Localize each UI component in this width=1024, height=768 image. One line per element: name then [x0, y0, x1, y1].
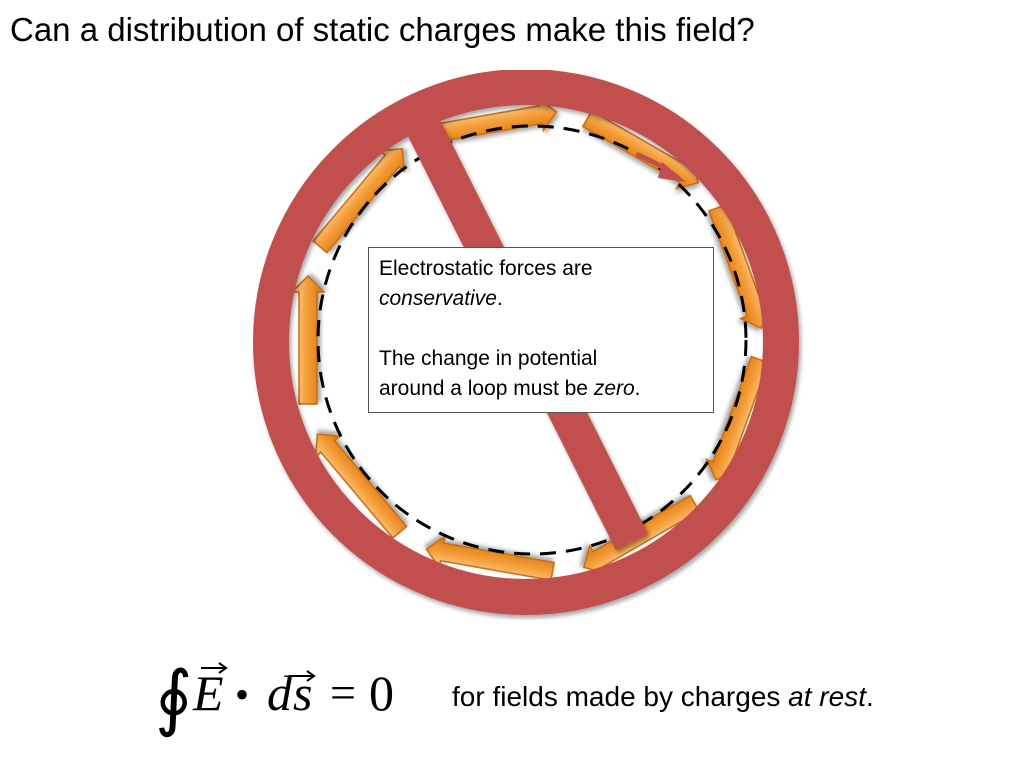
note-line-4-lead: around a loop must be — [379, 377, 594, 400]
vector-s-symbol: s — [293, 665, 312, 721]
field-arrow-icon — [290, 274, 326, 405]
dot-product-symbol: • — [235, 672, 249, 717]
rest-charges-caption: for fields made by charges at rest. — [452, 678, 874, 716]
caption-emphasis: at rest — [788, 681, 866, 712]
caption-tail: . — [865, 681, 874, 712]
note-emphasis-zero: zero — [593, 377, 635, 400]
integration-loop — [316, 124, 748, 556]
field-arrow-icon — [425, 534, 555, 582]
note-spacer — [379, 314, 713, 344]
loop-arrowhead-icon — [658, 162, 686, 182]
vector-s-arrow-icon — [289, 670, 316, 682]
note-line-2-tail: . — [496, 287, 503, 310]
note-line-4-tail: . — [634, 377, 641, 400]
field-arrow-icon — [312, 147, 406, 254]
note-emphasis-conservative: conservative — [379, 287, 497, 310]
slide-title: Can a distribution of static charges mak… — [10, 11, 755, 48]
note-line-4: around a loop must be zero. — [379, 374, 713, 404]
note-line-1: Electrostatic forces are — [379, 257, 593, 280]
conservative-note-box: Electrostatic forces are conservative. T… — [368, 247, 714, 413]
equation-canvas: ∮ E • d s = 0 — [155, 655, 394, 739]
vector-e-arrow-icon — [201, 662, 228, 674]
line-integral-equation: ∮ E • d s = 0 — [155, 648, 415, 740]
equals-symbol: = — [330, 667, 356, 718]
caption-lead: for fields made by charges — [452, 681, 789, 712]
field-arrow-icon — [314, 433, 408, 540]
note-line-2: conservative. — [379, 284, 713, 314]
note-line-3: The change in potential — [379, 347, 598, 370]
d-symbol: d — [267, 665, 293, 721]
vector-e-symbol: E — [192, 665, 224, 721]
contour-integral-sign: ∮ — [155, 655, 193, 739]
zero-symbol: 0 — [369, 665, 394, 721]
